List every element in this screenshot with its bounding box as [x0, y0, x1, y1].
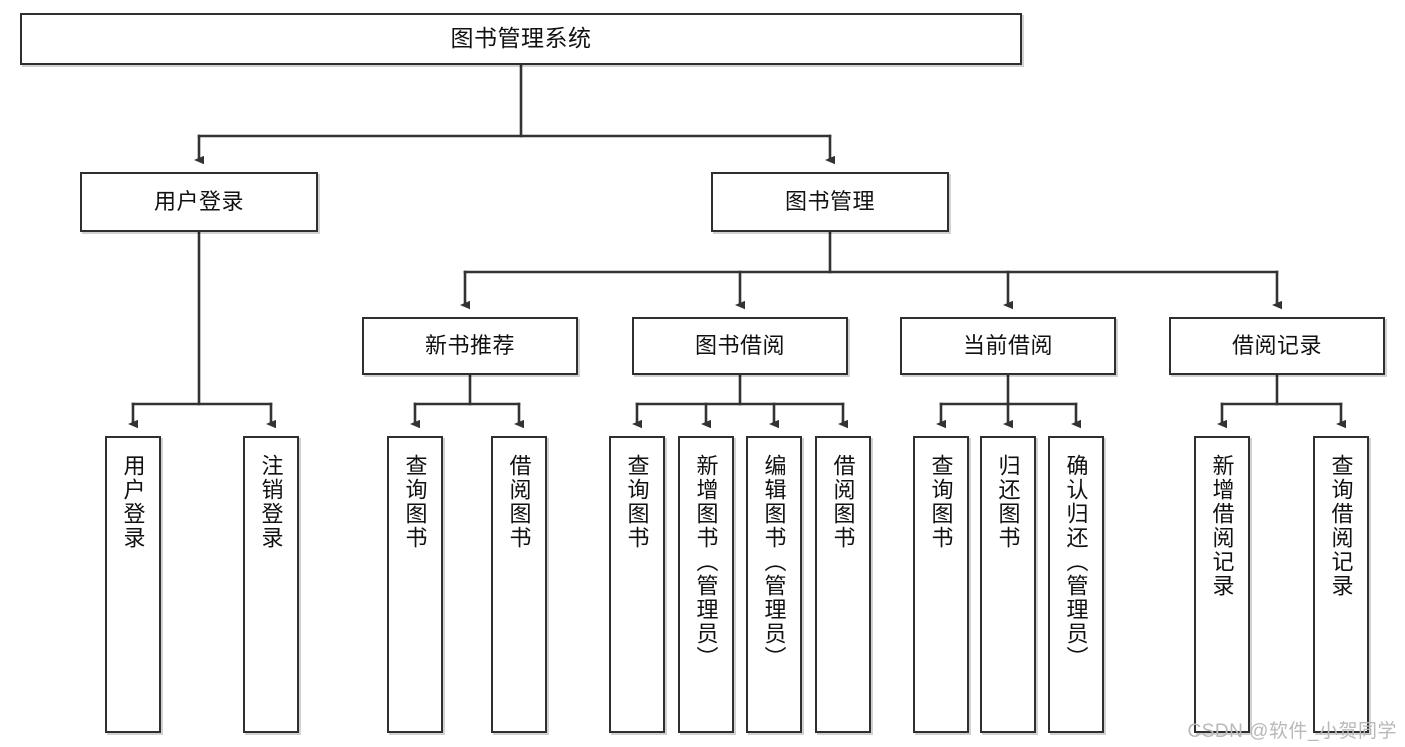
node-leaf-query-record-label: 查询借阅记录: [1328, 454, 1354, 598]
node-current-borrow[interactable]: 当前借阅: [900, 317, 1116, 375]
node-new-book-recommend[interactable]: 新书推荐: [362, 317, 578, 375]
node-leaf-query-book-2[interactable]: 查询图书: [609, 436, 665, 733]
node-leaf-query-book-3[interactable]: 查询图书: [913, 436, 969, 733]
watermark: CSDN @软件_小贺同学: [1187, 721, 1397, 742]
node-book-borrow-label: 图书借阅: [694, 333, 785, 359]
node-leaf-borrow-book-2[interactable]: 借阅图书: [815, 436, 871, 733]
node-leaf-query-book-1-label: 查询图书: [402, 454, 428, 550]
node-current-borrow-label: 当前借阅: [962, 333, 1053, 359]
node-user-login-label: 用户登录: [153, 189, 244, 215]
node-leaf-borrow-book-2-label: 借阅图书: [830, 454, 856, 550]
node-leaf-confirm-return-label: 确认归还（管理员）: [1063, 454, 1089, 670]
node-borrow-record-label: 借阅记录: [1231, 333, 1322, 359]
node-leaf-user-login[interactable]: 用户登录: [105, 436, 161, 733]
node-leaf-user-login-label: 用户登录: [120, 454, 146, 550]
node-leaf-add-book[interactable]: 新增图书（管理员）: [678, 436, 734, 733]
node-book-borrow[interactable]: 图书借阅: [632, 317, 848, 375]
node-user-login[interactable]: 用户登录: [80, 172, 318, 232]
node-new-book-recommend-label: 新书推荐: [424, 333, 515, 359]
node-leaf-add-book-label: 新增图书（管理员）: [693, 454, 719, 670]
node-leaf-query-book-3-label: 查询图书: [928, 454, 954, 550]
node-leaf-return-book-label: 归还图书: [995, 454, 1021, 550]
node-borrow-record[interactable]: 借阅记录: [1169, 317, 1385, 375]
node-leaf-add-record[interactable]: 新增借阅记录: [1194, 436, 1250, 733]
node-leaf-borrow-book-1[interactable]: 借阅图书: [491, 436, 547, 733]
node-leaf-add-record-label: 新增借阅记录: [1209, 454, 1235, 598]
node-root[interactable]: 图书管理系统: [20, 13, 1022, 65]
node-leaf-confirm-return[interactable]: 确认归还（管理员）: [1048, 436, 1104, 733]
node-leaf-borrow-book-1-label: 借阅图书: [506, 454, 532, 550]
node-leaf-return-book[interactable]: 归还图书: [980, 436, 1036, 733]
node-leaf-query-record[interactable]: 查询借阅记录: [1313, 436, 1369, 733]
node-leaf-edit-book[interactable]: 编辑图书（管理员）: [746, 436, 802, 733]
node-book-management-label: 图书管理: [784, 189, 875, 215]
node-root-label: 图书管理系统: [450, 25, 592, 52]
node-leaf-logout-login[interactable]: 注销登录: [243, 436, 299, 733]
node-leaf-query-book-2-label: 查询图书: [624, 454, 650, 550]
node-leaf-logout-login-label: 注销登录: [258, 454, 284, 550]
node-book-management[interactable]: 图书管理: [711, 172, 949, 232]
node-leaf-edit-book-label: 编辑图书（管理员）: [761, 454, 787, 670]
node-leaf-query-book-1[interactable]: 查询图书: [387, 436, 443, 733]
